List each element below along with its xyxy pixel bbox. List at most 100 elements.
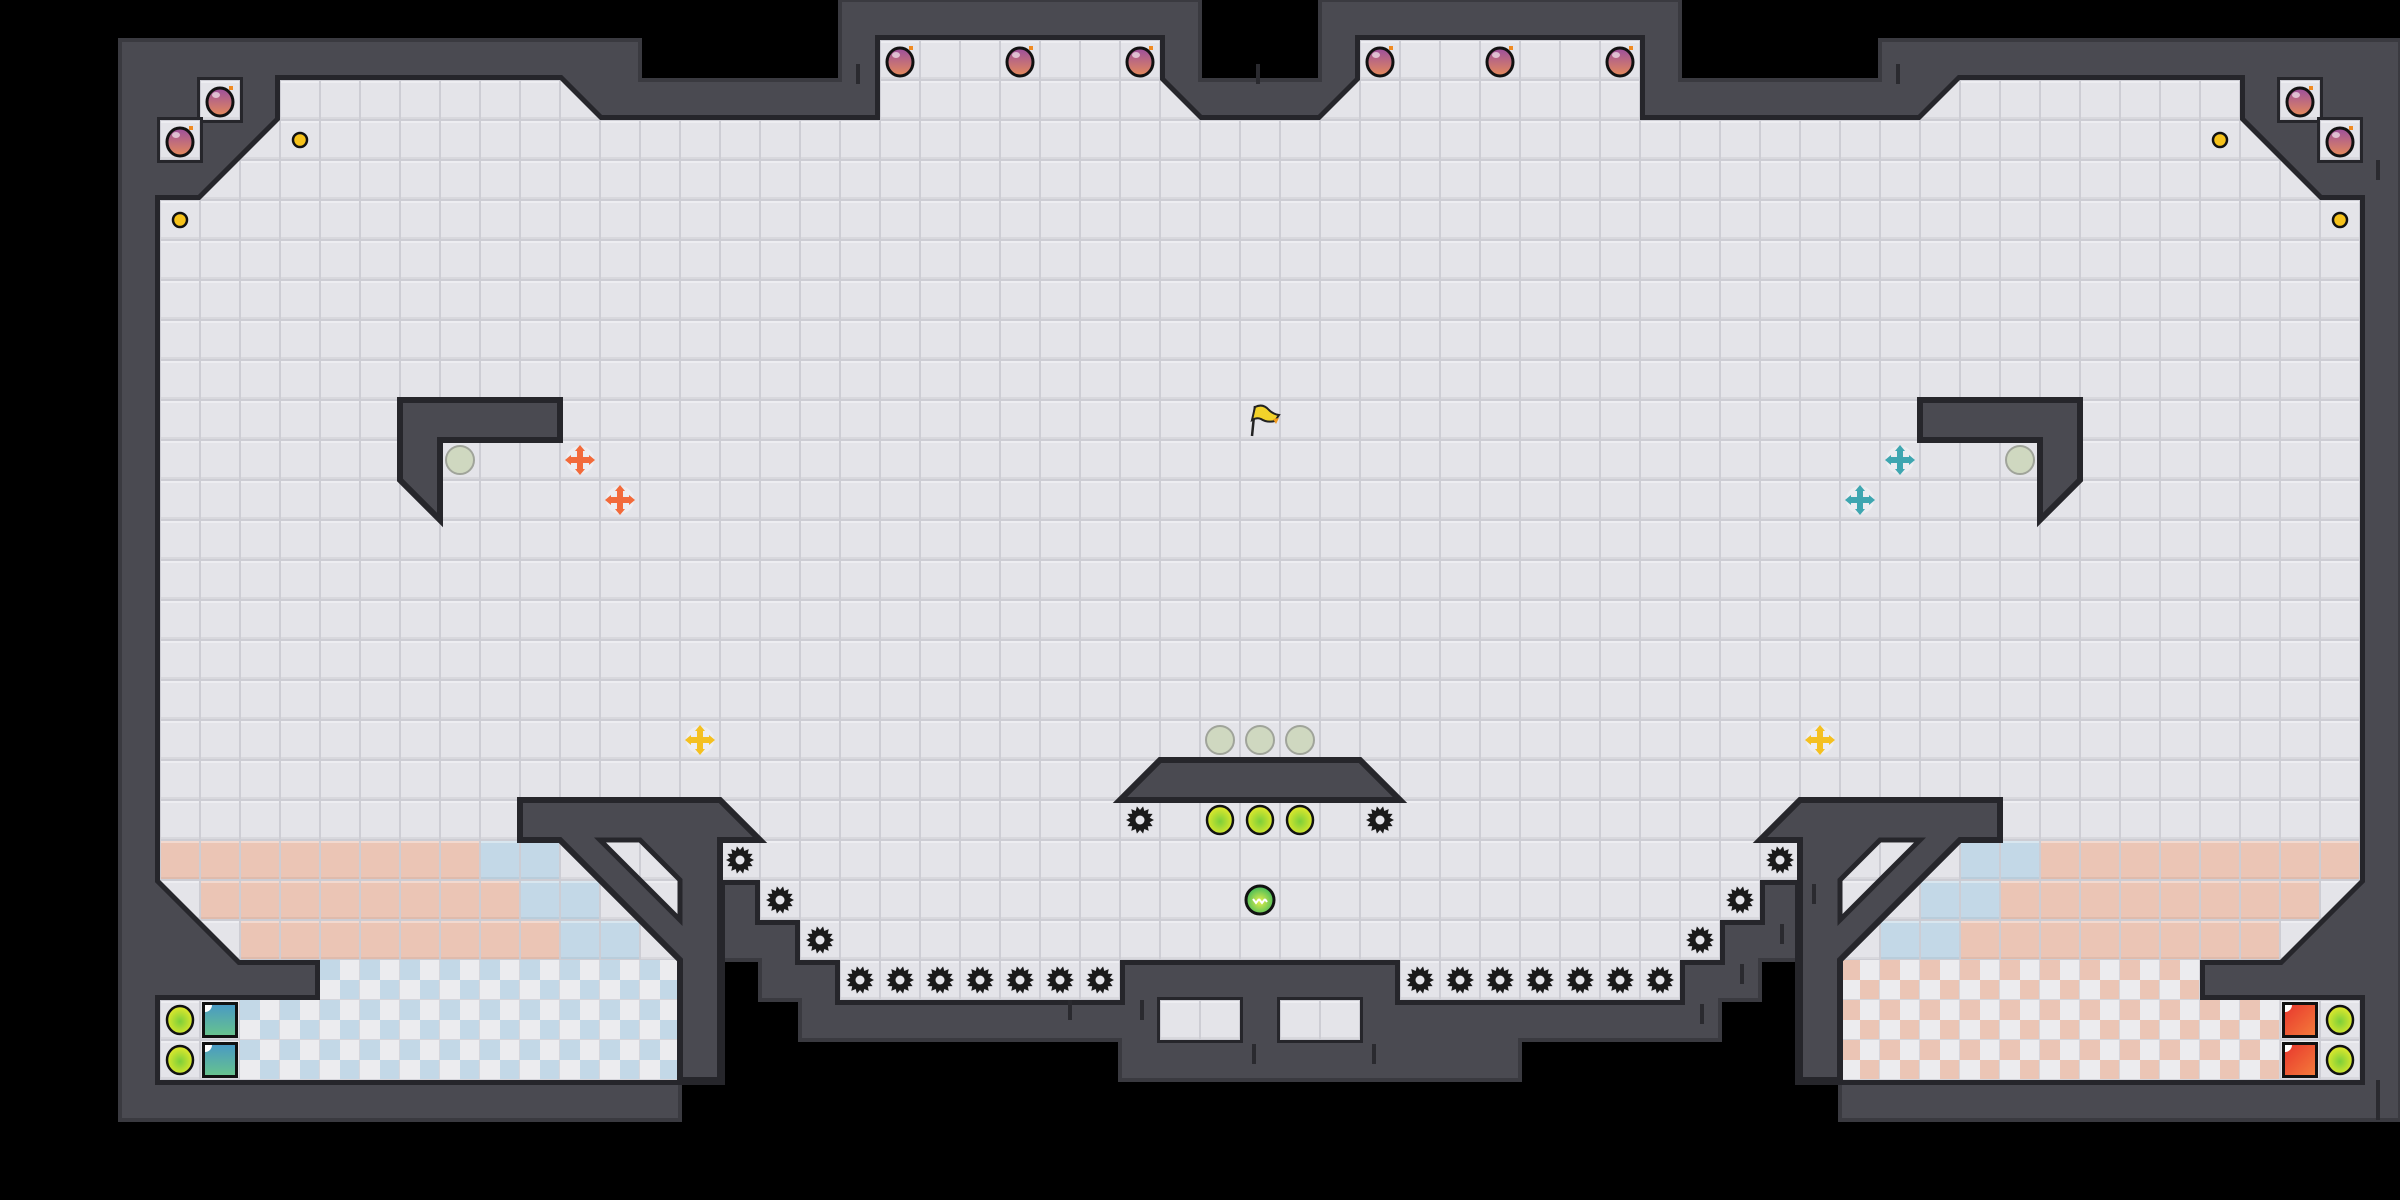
- active-pad-icon: [1285, 804, 1315, 836]
- wall-slit: [1068, 1000, 1072, 1020]
- bomb-icon: [2285, 86, 2315, 118]
- bomb-icon: [1365, 46, 1395, 78]
- blue-base-checker: [320, 960, 680, 1000]
- gear-saw-icon: [1566, 966, 1594, 994]
- gear-saw-icon: [1006, 966, 1034, 994]
- move-cross-icon: [685, 725, 715, 755]
- right-zone-band: [2040, 840, 2360, 880]
- coin-icon: [171, 211, 189, 229]
- right-zone-band: [1960, 920, 2280, 960]
- gear-saw-icon: [926, 966, 954, 994]
- team-zones: [160, 840, 2360, 1080]
- bottom-window: [1160, 1000, 1240, 1040]
- move-cross-icon: [1885, 445, 1915, 475]
- right-ramp-gap: [1837, 837, 1927, 927]
- coin-icon: [2211, 131, 2229, 149]
- gear-saw-icon: [1646, 966, 1674, 994]
- items: [165, 46, 2355, 1078]
- gear-saw-icon: [1366, 806, 1394, 834]
- bomb-icon: [1005, 46, 1035, 78]
- right-zone-band: [1960, 840, 2040, 880]
- red-block-icon: [2282, 1002, 2318, 1038]
- blue-block-icon: [202, 1042, 238, 1078]
- gear-saw-icon: [726, 846, 754, 874]
- coin-icon: [291, 131, 309, 149]
- right-zone-band: [1920, 880, 2000, 920]
- wall-slit: [1256, 64, 1260, 84]
- gear-saw-icon: [1686, 926, 1714, 954]
- gear-saw-icon: [886, 966, 914, 994]
- wall-slit: [1252, 1044, 1256, 1064]
- red-base-checker: [1840, 1000, 2280, 1080]
- right-ramp-structure: [1752, 797, 2003, 1083]
- flag-icon: [1250, 404, 1281, 437]
- gear-saw-icon: [1526, 966, 1554, 994]
- wall-slit: [2376, 160, 2380, 180]
- bomb-icon: [1605, 46, 1635, 78]
- gear-saw-icon: [1766, 846, 1794, 874]
- blue-block-icon: [202, 1002, 238, 1038]
- wall-slit: [1372, 1044, 1376, 1064]
- gear-saw-icon: [1486, 966, 1514, 994]
- wall-slit: [1812, 884, 1816, 904]
- left-ramp-gap: [593, 837, 683, 927]
- wall-slit: [856, 64, 860, 84]
- coin-icon: [2331, 211, 2349, 229]
- wall-slit: [2376, 1100, 2380, 1120]
- active-pad-icon: [1245, 804, 1275, 836]
- left-zone-band: [200, 880, 520, 920]
- left-ramp-structure: [517, 797, 768, 1083]
- move-cross-icon: [605, 485, 635, 515]
- bomb-icon: [885, 46, 915, 78]
- ball-icon: [1244, 884, 1276, 916]
- gear-saw-icon: [846, 966, 874, 994]
- active-pad-icon: [2325, 1044, 2355, 1076]
- bomb-icon: [165, 126, 195, 158]
- obstacles: [397, 64, 2380, 1120]
- inactive-pad-icon: [2005, 445, 2035, 475]
- active-pad-icon: [1205, 804, 1235, 836]
- wall-slit: [1780, 924, 1784, 944]
- wall-slit: [1740, 964, 1744, 984]
- active-pad-icon: [165, 1004, 195, 1036]
- move-cross-icon: [565, 445, 595, 475]
- gear-saw-icon: [806, 926, 834, 954]
- left-zone-band: [560, 920, 640, 960]
- right-l-wall: [1917, 397, 2083, 528]
- gear-saw-icon: [1126, 806, 1154, 834]
- move-cross-icon: [1805, 725, 1835, 755]
- left-l-wall: [397, 397, 563, 528]
- left-zone-band: [240, 920, 560, 960]
- right-zone-band: [1880, 920, 1960, 960]
- red-base-checker: [1840, 960, 2200, 1000]
- right-zone-band: [2000, 880, 2320, 920]
- inactive-pad-icon: [1245, 725, 1275, 755]
- left-zone-band: [480, 840, 560, 880]
- wall-slit: [1700, 1004, 1704, 1024]
- bomb-icon: [205, 86, 235, 118]
- inactive-pad-icon: [445, 445, 475, 475]
- bottom-window: [1280, 1000, 1360, 1040]
- center-platform: [1112, 757, 1408, 803]
- wall-slit: [2376, 1080, 2380, 1100]
- wall-slit: [1896, 64, 1900, 84]
- active-pad-icon: [165, 1044, 195, 1076]
- left-zone-band: [160, 840, 480, 880]
- gear-saw-icon: [1046, 966, 1074, 994]
- gear-saw-icon: [966, 966, 994, 994]
- move-cross-icon: [1845, 485, 1875, 515]
- gear-saw-icon: [1406, 966, 1434, 994]
- left-zone-band: [520, 880, 600, 920]
- blue-base-checker: [240, 1000, 680, 1080]
- gear-saw-icon: [1446, 966, 1474, 994]
- bomb-icon: [2325, 126, 2355, 158]
- gear-saw-icon: [1606, 966, 1634, 994]
- inactive-pad-icon: [1205, 725, 1235, 755]
- gear-saw-icon: [1726, 886, 1754, 914]
- red-block-icon: [2282, 1042, 2318, 1078]
- gear-saw-icon: [1086, 966, 1114, 994]
- inactive-pad-icon: [1285, 725, 1315, 755]
- active-pad-icon: [2325, 1004, 2355, 1036]
- bomb-icon: [1485, 46, 1515, 78]
